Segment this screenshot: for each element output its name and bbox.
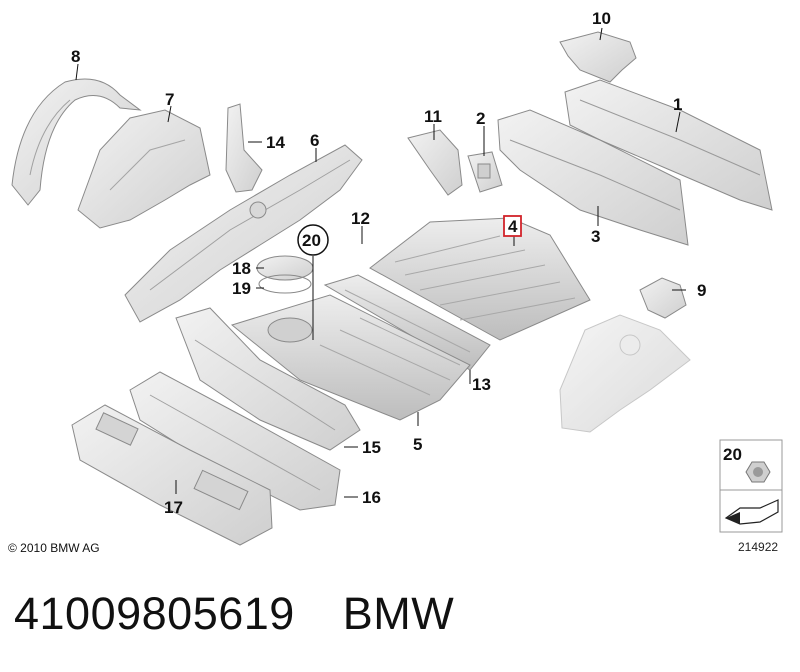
callout-1: 1 [673,95,682,114]
callout-4-highlight: 4 [503,215,522,237]
callout-6: 6 [310,131,319,150]
part-17-end-panel [71,404,273,546]
callout-17: 17 [164,498,183,517]
part-18-19-cover [256,255,314,294]
part-7-side-panel [77,109,211,229]
part-1-cross-member [564,79,773,211]
callout-13: 13 [472,375,491,394]
callout-12: 12 [351,209,370,228]
drawing-number: 214922 [738,540,779,554]
callout-9: 9 [697,281,706,300]
callout-16: 16 [362,488,381,507]
callout-5: 5 [413,435,422,454]
callout-3: 3 [591,227,600,246]
hex-nut-icon [745,461,771,483]
legend-label: 20 [723,445,742,464]
direction-arrow-icon [724,499,779,525]
legend-panel: 20 [719,439,783,533]
part-3-rear-panel [497,109,689,246]
callout-20: 20 [302,231,321,250]
callout-2: 2 [476,109,485,128]
part-6-side-member [124,144,363,323]
callout-4: 4 [508,217,518,236]
callout-14: 14 [266,133,285,152]
part-4-floor-panel [369,217,591,341]
part-9-bracket [639,277,687,319]
callout-labels: 1 2 3 5 6 7 8 9 10 11 12 13 14 15 16 17 … [71,9,706,517]
part-5-rear-floor [230,294,471,421]
callout-8: 8 [71,47,80,66]
brand-name: BMW [342,588,455,639]
callout-18: 18 [232,259,251,278]
copyright-notice: © 2010 BMW AG [8,541,100,555]
part-caption: 41009805619 BMW [14,588,454,640]
inner-side-panel [559,314,691,433]
leader-lines [75,27,686,498]
callout-15: 15 [362,438,381,457]
callout-7: 7 [165,90,174,109]
part-16-rear-member [129,371,341,511]
callout-20-circle: 20 [297,224,329,256]
part-15-cross-member [175,307,361,451]
part-11-bracket [407,129,463,196]
callout-10: 10 [592,9,611,28]
callout-19: 19 [232,279,251,298]
part-2-plate [467,151,503,193]
part-8-wheel-arch [11,78,142,206]
part-10-bracket [559,31,637,83]
part-14-bracket [225,103,263,193]
callout-11: 11 [424,107,442,126]
part-number: 41009805619 [14,588,295,639]
